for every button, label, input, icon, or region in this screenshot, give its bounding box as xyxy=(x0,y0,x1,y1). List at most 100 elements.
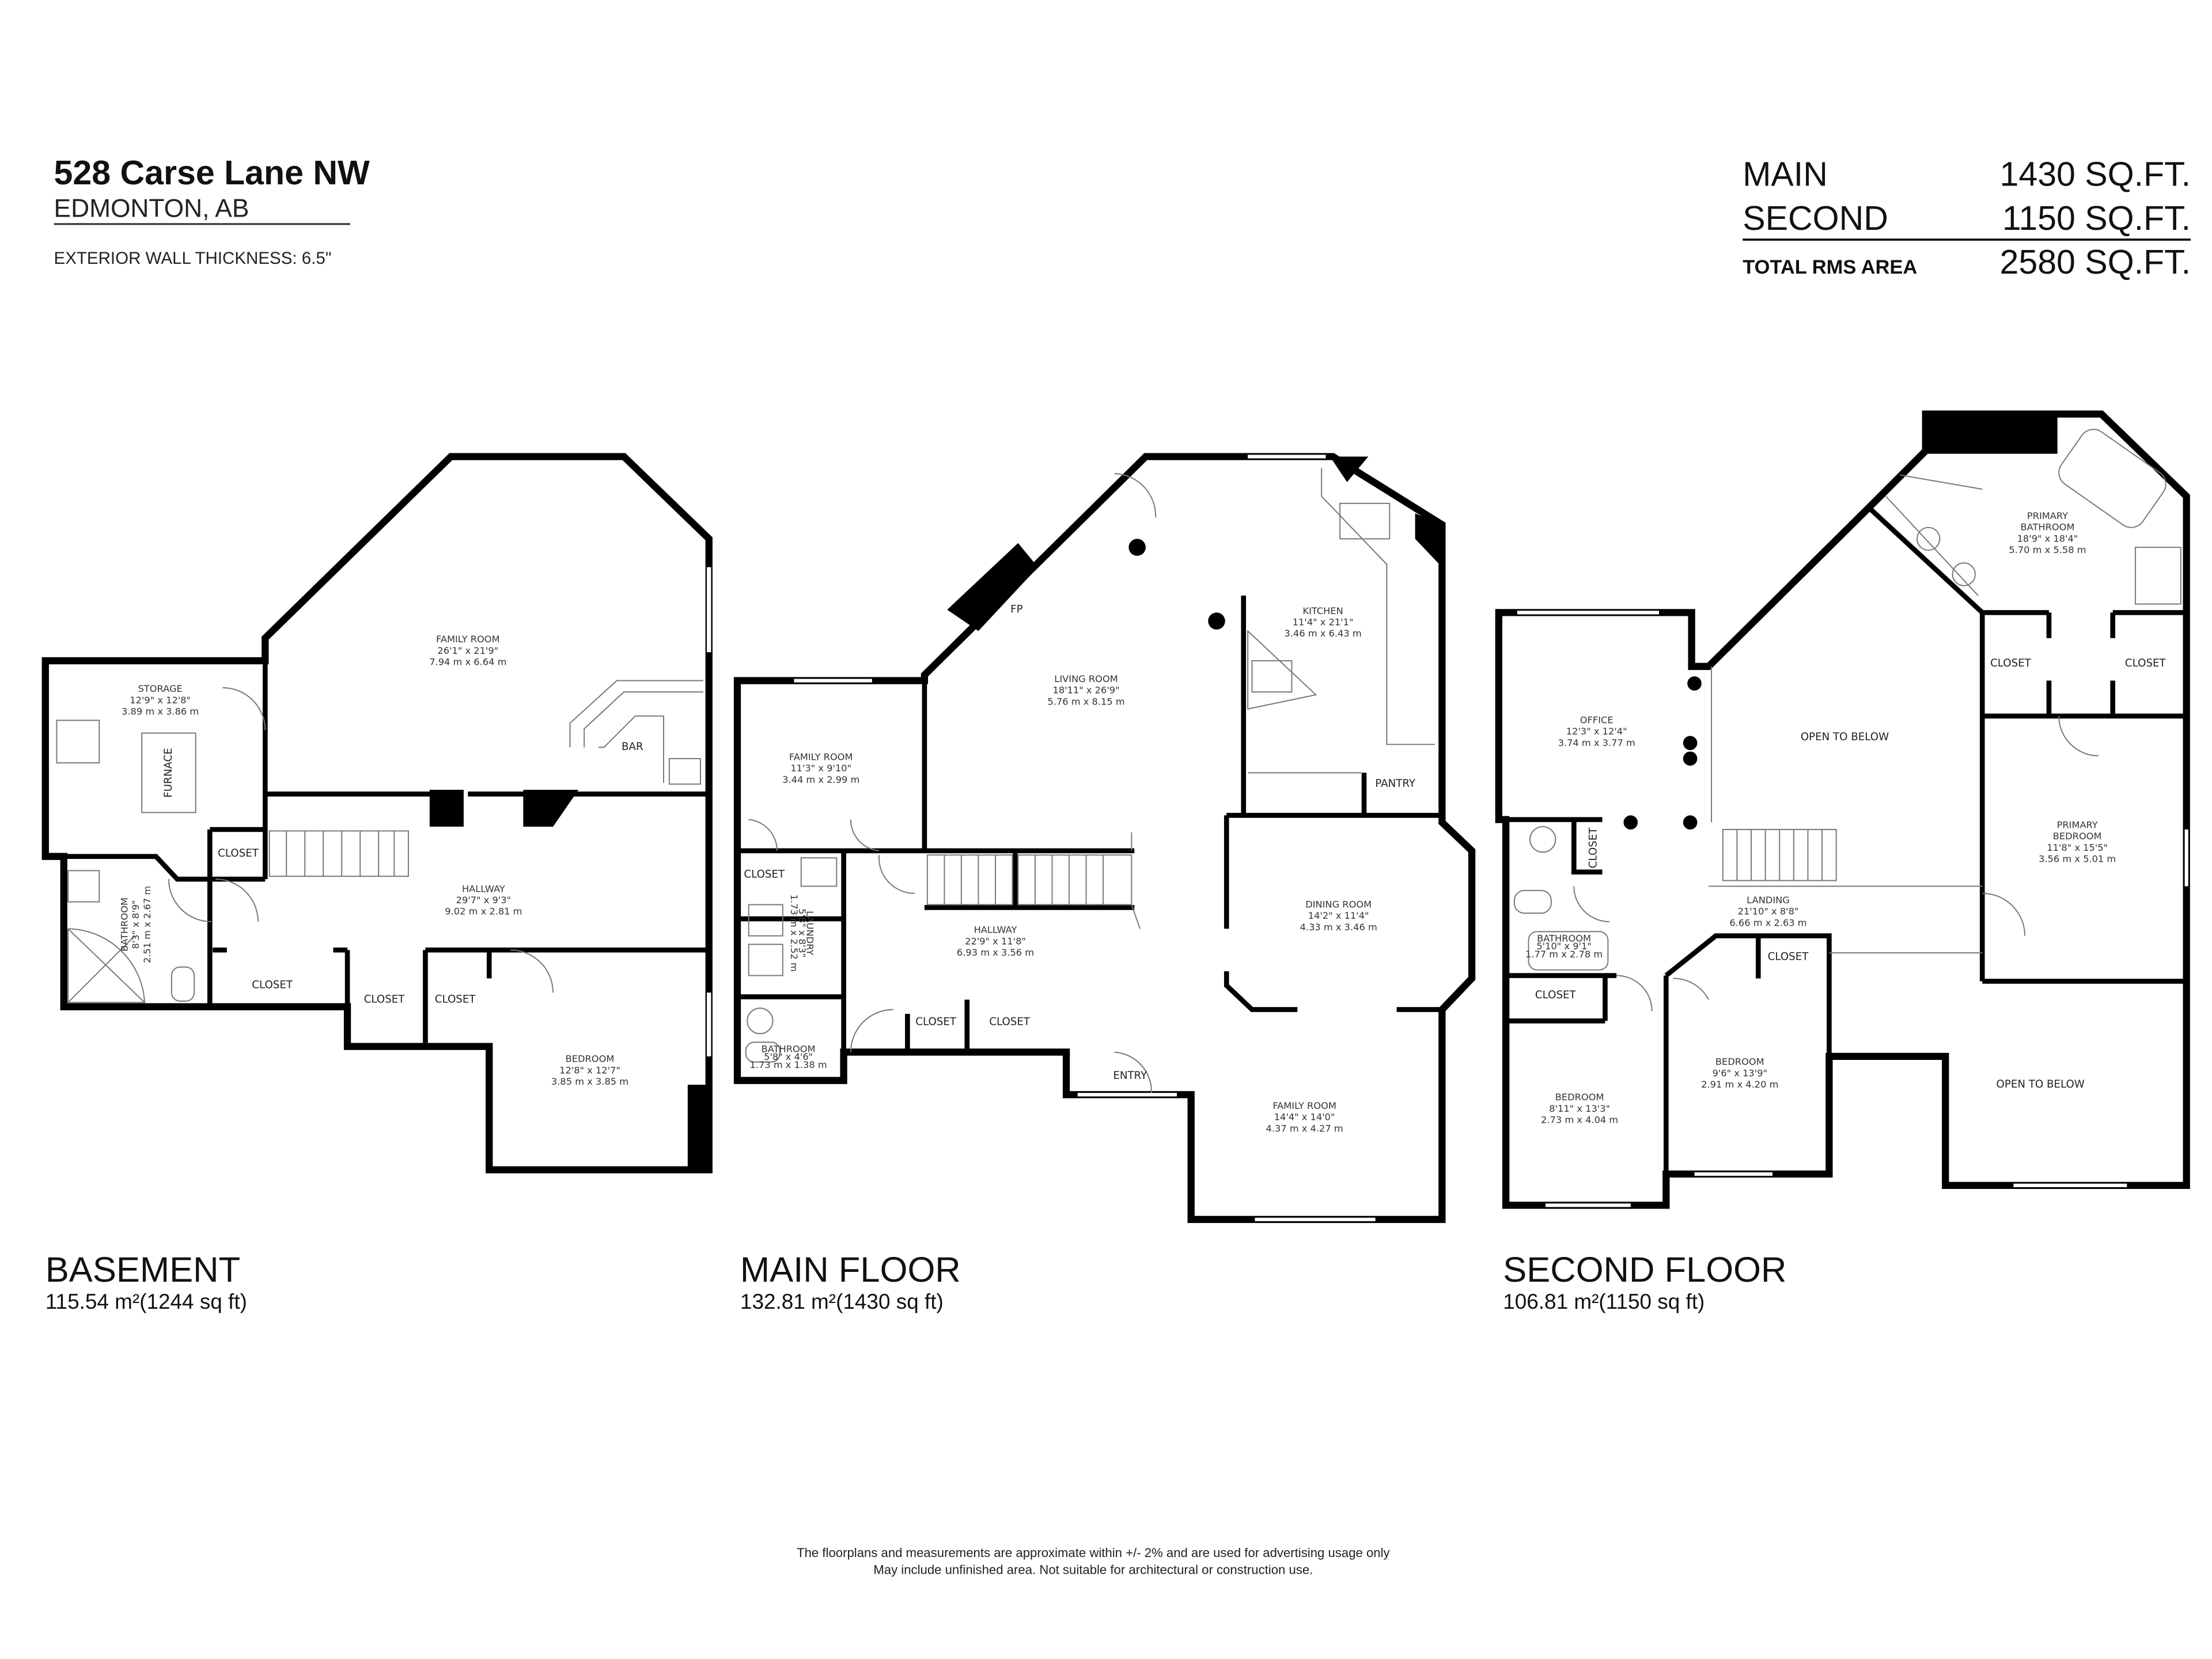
second-interior-walls xyxy=(1506,506,2184,1175)
basement-title: BASEMENT xyxy=(46,1250,240,1290)
room-dimensions-metric: 3.85 m x 3.85 m xyxy=(551,1076,628,1087)
second-stairs xyxy=(1722,829,1837,881)
basement-exterior-wall xyxy=(41,453,713,1173)
header: 528 Carse Lane NW EDMONTON, AB EXTERIOR … xyxy=(54,154,370,268)
room-dimensions-metric: 2.51 m x 2.67 m xyxy=(142,886,153,963)
room-dimensions-imperial: 21'10" x 8'8" xyxy=(1738,906,1799,917)
kitchen-corner-block xyxy=(1330,456,1442,567)
room-dimensions-metric: 3.74 m x 3.77 m xyxy=(1558,737,1635,748)
room-dimensions-imperial: 5'8" x 4'6" xyxy=(764,1051,813,1062)
column xyxy=(1683,815,1698,830)
room-dimensions-metric: 1.73 m x 1.38 m xyxy=(750,1059,827,1070)
basement-column xyxy=(429,790,464,827)
basement-stairs xyxy=(268,830,409,877)
cooktop-icon xyxy=(1251,660,1293,693)
room-name: BEDROOM xyxy=(1555,1092,1604,1103)
room-dimensions-metric: 3.44 m x 2.99 m xyxy=(782,774,859,785)
floor-titles: BASEMENT 115.54 m²(1244 sq ft) MAIN FLOO… xyxy=(46,1250,1787,1313)
toilet-icon xyxy=(171,966,195,1002)
room-dimensions-imperial: 18'9" x 18'4" xyxy=(2017,533,2078,544)
room-name: FAMILY ROOM xyxy=(1272,1100,1336,1111)
room-dimensions-metric: 4.37 m x 4.27 m xyxy=(1266,1123,1343,1134)
area-label: CLOSET xyxy=(218,847,259,859)
room-name: HALLWAY xyxy=(462,883,505,894)
wall-thickness-note: EXTERIOR WALL THICKNESS: 6.5" xyxy=(54,249,332,268)
door-swing xyxy=(168,687,554,993)
room-dimensions-imperial: 8'3" x 8'9" xyxy=(130,900,141,949)
room-dimensions-imperial: 26'1" x 21'9" xyxy=(437,645,498,656)
room-dimensions-imperial: 5'10" x 9'1" xyxy=(1536,941,1591,952)
fireplace xyxy=(947,543,1038,631)
area-label: FURNACE xyxy=(162,748,175,797)
room-name: KITCHEN xyxy=(1302,605,1343,616)
area-label: CLOSET xyxy=(915,1016,957,1028)
basement-wall-block xyxy=(687,1085,709,1170)
area-label: CLOSET xyxy=(744,869,785,881)
area-label: OPEN TO BELOW xyxy=(1997,1078,2085,1090)
room-name: BATHROOM xyxy=(762,1043,816,1054)
room-dimensions-imperial: 14'4" x 14'0" xyxy=(1274,1112,1335,1123)
room-name: BEDROOM xyxy=(566,1054,615,1065)
room-dimensions-imperial: 12'8" x 12'7" xyxy=(559,1065,620,1075)
area-value-total: 2580 SQ.FT. xyxy=(2000,243,2191,281)
room-dimensions-imperial: 11'8" x 15'5" xyxy=(2047,842,2108,853)
main-stairs xyxy=(926,832,1141,929)
room-dimensions-metric: 6.66 m x 2.63 m xyxy=(1729,917,1806,928)
room-name: LIVING ROOM xyxy=(1054,673,1118,684)
area-label: PANTRY xyxy=(1375,778,1415,790)
area-label: CLOSET xyxy=(2125,657,2166,669)
area-label: CLOSET xyxy=(435,993,476,1005)
sink-icon xyxy=(1916,527,1941,551)
room-dimensions-metric: 7.94 m x 6.64 m xyxy=(429,656,506,667)
sink-icon xyxy=(1529,826,1556,853)
area-label: CLOSET xyxy=(252,979,293,991)
storage-unit xyxy=(56,719,100,764)
area-label: BAR xyxy=(622,741,643,753)
sink-icon xyxy=(747,1007,774,1035)
bar-counter xyxy=(569,680,703,783)
area-label: CLOSET xyxy=(364,993,406,1005)
area-value-main: 1430 SQ.FT. xyxy=(2000,155,2191,193)
door-swing xyxy=(748,473,1157,1095)
area-label: CLOSET xyxy=(1588,827,1600,869)
room-name: DINING ROOM xyxy=(1305,899,1372,910)
primary-bathroom-wall-block xyxy=(1925,414,2058,454)
area-label: CLOSET xyxy=(1990,657,2032,669)
shower-icon xyxy=(2135,547,2181,605)
area-summary: MAIN 1430 SQ.FT. SECOND 1150 SQ.FT. TOTA… xyxy=(1743,155,2191,281)
area-label: CLOSET xyxy=(1535,989,1577,1001)
room-dimensions-imperial: 12'9" x 12'8" xyxy=(130,695,191,706)
room-dimensions-metric: 2.91 m x 4.20 m xyxy=(1701,1079,1778,1090)
area-label-second: SECOND xyxy=(1743,199,1888,237)
room-dimensions-imperial: 9'6" x 13'9" xyxy=(1713,1067,1767,1078)
sink-icon xyxy=(668,757,701,785)
room-name: BATHROOM xyxy=(1537,933,1591,944)
toilet-icon xyxy=(745,1041,781,1063)
room-name: HALLWAY xyxy=(974,925,1017,935)
area-label: CLOSET xyxy=(989,1016,1031,1028)
room-dimensions-metric: 5.76 m x 8.15 m xyxy=(1047,696,1124,707)
room-dimensions-metric: 4.33 m x 3.46 m xyxy=(1300,922,1377,933)
room-dimensions-metric: 6.93 m x 3.56 m xyxy=(957,947,1034,958)
vanity-counter xyxy=(1885,474,1983,596)
room-dimensions-metric: 3.89 m x 3.86 m xyxy=(122,706,199,717)
column xyxy=(1208,612,1225,630)
dryer-icon xyxy=(748,944,783,976)
